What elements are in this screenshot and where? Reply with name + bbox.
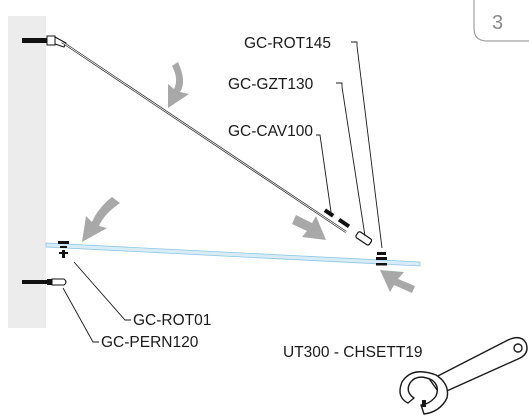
label-gc-rot145: GC-ROT145 (244, 35, 331, 52)
page-number: 3 (492, 12, 503, 34)
glass-fitting (376, 252, 387, 266)
top-wall-anchor (22, 35, 67, 48)
label-gc-pern120: GC-PERN120 (101, 334, 199, 351)
label-gc-cav100: GC-CAV100 (228, 123, 313, 140)
wall (8, 16, 46, 328)
motion-arrows (82, 62, 415, 293)
label-gc-gzt130: GC-GZT130 (228, 76, 314, 93)
left-glass-fitting (58, 241, 69, 258)
arrow-down-curved (168, 62, 189, 108)
glass-panel (45, 242, 421, 267)
arrow-down-right (292, 215, 326, 240)
label-gc-rot01: GC-ROT01 (133, 312, 211, 329)
arrow-left-curved (82, 197, 120, 242)
page-number-tab: 3 (473, 0, 529, 42)
bottom-wall-pin (22, 278, 67, 286)
leader-lines (62, 41, 383, 343)
label-ut300-chsett19: UT300 - CHSETT19 (283, 344, 423, 361)
arrow-up-left (380, 270, 415, 293)
tension-rod (61, 41, 351, 233)
turnbuckle (355, 231, 373, 246)
spanner-wrench-icon (399, 336, 528, 415)
